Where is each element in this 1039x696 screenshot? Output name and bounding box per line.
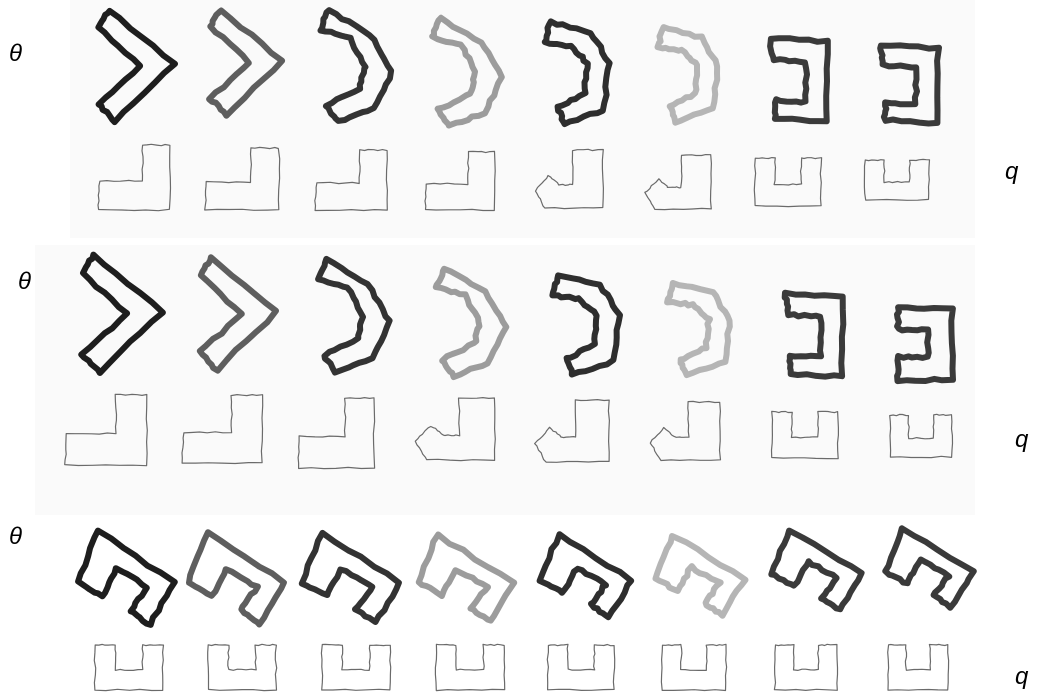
row-2-theta-shape-6 [667, 283, 730, 375]
theta-label-row-3: θ [9, 525, 22, 549]
row-2-theta-shape-4 [436, 269, 507, 377]
row-3-theta-shape-4 [419, 535, 514, 621]
q-label-row-1: q [1005, 160, 1018, 184]
row-3-q-shape-7 [774, 644, 837, 690]
row-2-theta-shape-3 [318, 259, 390, 373]
row-1-theta-shape-2 [209, 11, 282, 116]
row-3-theta-shape-3 [302, 533, 399, 622]
row-1-theta-shape-1 [98, 11, 175, 122]
row-3-theta-shape-1 [78, 531, 175, 625]
row-1-q-shape-5 [536, 149, 604, 208]
row-3-q-shape-2 [208, 644, 277, 690]
row-2-q-shape-7 [772, 411, 839, 458]
row-1-q-shape-6 [645, 155, 712, 210]
row-2-q-shape-6 [650, 401, 720, 460]
row-3-q-shape-8 [888, 644, 949, 690]
row-1-theta-shape-3 [321, 10, 392, 121]
row-1-q-shape-1 [98, 144, 171, 210]
row-1-q-shape-8 [864, 159, 929, 200]
row-2-q-shape-2 [182, 395, 263, 464]
row-3-theta-shape-7 [771, 531, 861, 610]
row-2-q-shape-8 [890, 414, 953, 457]
row-1-q-shape-4 [425, 151, 495, 210]
row-1-theta-shape-8 [880, 45, 939, 123]
q-label-row-2: q [1015, 428, 1028, 452]
row-3-q-shape-5 [547, 644, 614, 690]
row-2-theta-shape-7 [785, 293, 844, 377]
row-2-theta-shape-5 [552, 275, 620, 374]
q-label-row-3: q [1015, 665, 1028, 689]
row-3-q-shape-1 [94, 644, 163, 690]
row-1-theta-shape-7 [770, 38, 828, 121]
theta-label-row-1: θ [9, 42, 22, 66]
row-2-q-shape-4 [415, 398, 495, 461]
row-2-q-shape-1 [65, 394, 148, 465]
row-1-theta-shape-5 [545, 21, 610, 124]
row-2-theta-shape-2 [200, 257, 276, 370]
row-3-theta-shape-5 [540, 534, 632, 617]
theta-label-row-2: θ [18, 270, 31, 294]
row-2-theta-shape-8 [897, 307, 953, 381]
row-1-theta-shape-6 [658, 27, 718, 123]
row-3-q-shape-6 [661, 644, 726, 690]
row-3-q-shape-4 [435, 644, 504, 690]
row-3-theta-shape-2 [189, 532, 284, 624]
row-3-q-shape-3 [321, 644, 390, 690]
row-1-q-shape-3 [315, 150, 388, 211]
row-1-q-shape-7 [754, 158, 821, 207]
row-2-q-shape-5 [535, 400, 610, 463]
row-3-theta-shape-6 [656, 536, 746, 616]
row-3-theta-shape-8 [885, 528, 974, 608]
row-2-theta-shape-1 [81, 255, 163, 373]
row-1-theta-shape-4 [432, 18, 502, 126]
row-2-q-shape-3 [298, 398, 375, 469]
row-1-q-shape-2 [205, 147, 280, 210]
